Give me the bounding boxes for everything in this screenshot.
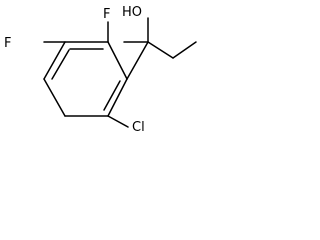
- bond-chlorine: [107, 115, 129, 128]
- ring-bond-c4-c5: [43, 78, 66, 117]
- bond-ethyl-2: [172, 41, 197, 59]
- ring-double-bond-right: [103, 80, 121, 111]
- ring-double-bond-left: [51, 49, 70, 80]
- bond-ethyl-1: [147, 41, 174, 59]
- molecule-structure: HO F F Cl: [4, 5, 197, 135]
- hydroxyl-label: HO: [122, 5, 142, 20]
- ring-bond-c2-c3: [107, 78, 128, 117]
- fluorine-top-label: F: [103, 7, 110, 22]
- chlorine-label: Cl: [132, 120, 145, 135]
- ring-bond-c5-c6: [43, 41, 66, 80]
- bond-ring-to-quaternary-carbon: [126, 41, 149, 80]
- benzene-ring: [43, 41, 128, 117]
- ring-bond-c1-c2: [107, 41, 128, 80]
- fluorine-left-label: F: [4, 36, 11, 51]
